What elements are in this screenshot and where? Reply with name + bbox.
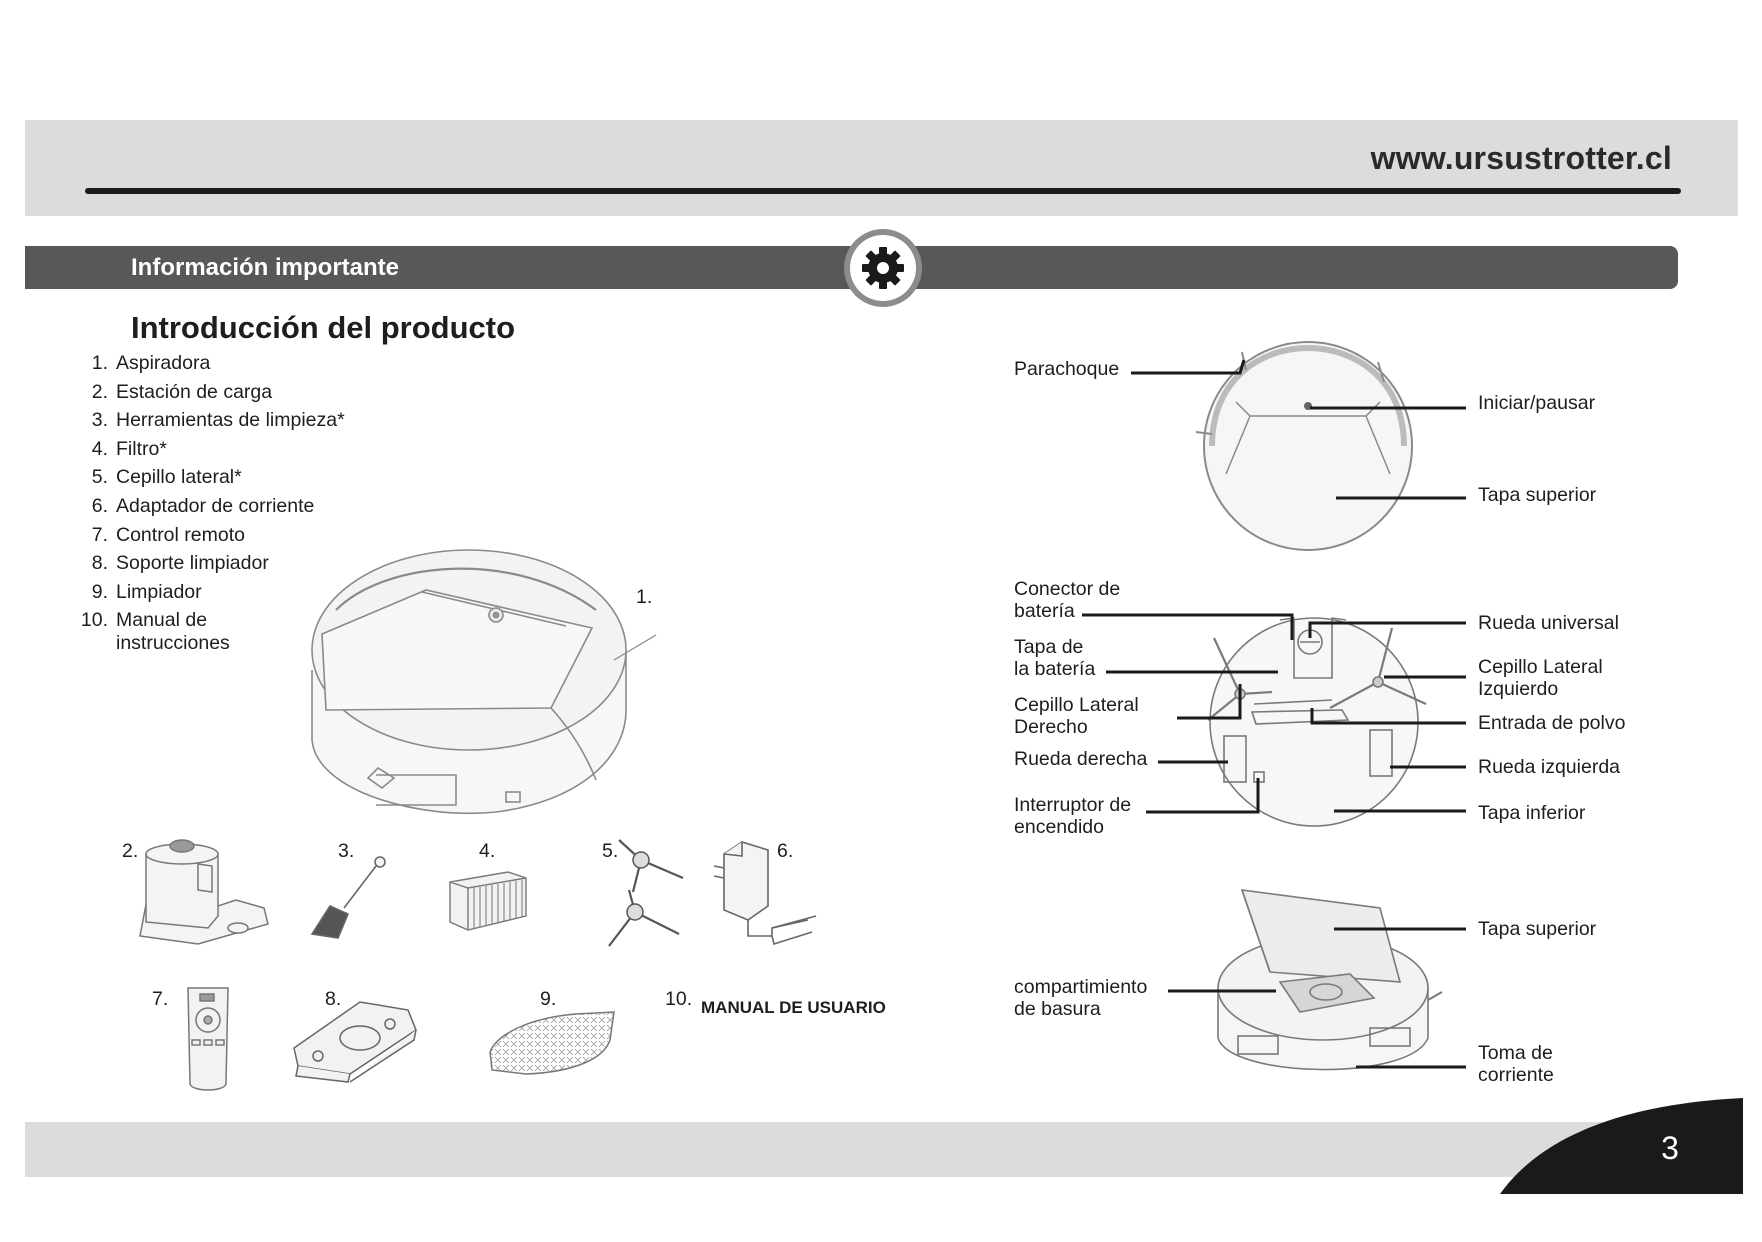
label-rueda-izquierda: Rueda izquierda — [1478, 756, 1621, 778]
page-heading: Introducción del producto — [131, 310, 516, 345]
label-toma-corriente: Toma de corriente — [1478, 1042, 1554, 1086]
label-rueda-derecha: Rueda derecha — [1014, 748, 1148, 770]
user-manual-label: MANUAL DE USUARIO — [701, 998, 886, 1017]
list-item-label: Manual de — [116, 609, 208, 631]
page-number: 3 — [1661, 1130, 1679, 1166]
power-adapter-illustration — [713, 841, 817, 946]
label-tapa-superior-open: Tapa superior — [1478, 918, 1597, 940]
figure-number: 10. — [665, 988, 693, 1010]
figure-number: 8. — [325, 988, 342, 1010]
label-line: Conector de — [1014, 578, 1121, 600]
label-tapa-bateria: Tapa de la batería — [1014, 636, 1095, 680]
list-item-label: Estación de carga — [116, 381, 273, 403]
robot-open-lid-diagram — [1217, 889, 1443, 1071]
list-item-number: 3. — [91, 409, 108, 431]
label-line: Tapa de — [1014, 636, 1084, 658]
label-line: Derecho — [1014, 716, 1088, 738]
label-tapa-inferior: Tapa inferior — [1478, 802, 1586, 824]
figure-number: 2. — [122, 840, 139, 862]
label-cepillo-derecho: Cepillo Lateral Derecho — [1014, 694, 1139, 738]
label-entrada-polvo: Entrada de polvo — [1478, 712, 1626, 734]
label-conector-bateria: Conector de batería — [1014, 578, 1120, 622]
label-line: Toma de — [1478, 1042, 1553, 1064]
section-title: Información importante — [131, 254, 400, 281]
list-item-label: Limpiador — [116, 581, 202, 603]
label-line: la batería — [1014, 658, 1096, 680]
list-item-number: 10. — [80, 609, 108, 631]
cleaning-brush-illustration — [310, 856, 386, 939]
label-line: encendido — [1014, 816, 1104, 838]
robot-vacuum-illustration — [311, 549, 657, 815]
page-number-corner — [1500, 1098, 1743, 1194]
figure-number: 1. — [636, 586, 653, 608]
list-item-label: Soporte limpiador — [116, 552, 269, 574]
figure-number: 5. — [602, 840, 619, 862]
label-line: compartimiento — [1014, 976, 1148, 998]
label-line: Cepillo Lateral — [1478, 656, 1603, 678]
list-item-label: Cepillo lateral* — [116, 466, 242, 488]
label-parachoque: Parachoque — [1014, 358, 1120, 380]
remote-control-illustration — [187, 987, 229, 1091]
list-item-continuation: instrucciones — [116, 632, 230, 654]
gear-icon — [844, 229, 922, 307]
figure-number: 9. — [540, 988, 557, 1010]
list-item-label: Herramientas de limpieza* — [116, 409, 345, 431]
list-item-number: 6. — [91, 495, 108, 517]
charging-station-illustration — [139, 839, 269, 945]
website-url[interactable]: www.ursustrotter.cl — [1370, 140, 1672, 176]
filter-illustration — [449, 871, 527, 931]
label-tapa-superior-top: Tapa superior — [1478, 484, 1597, 506]
header-rule — [85, 188, 1681, 194]
list-item-number: 4. — [91, 438, 108, 460]
figure-number: 7. — [152, 988, 169, 1010]
list-item-number: 8. — [91, 552, 108, 574]
figure-number: 4. — [479, 840, 496, 862]
list-item-label: Control remoto — [116, 524, 245, 546]
list-item-number: 1. — [91, 352, 108, 374]
label-iniciar-pausar: Iniciar/pausar — [1478, 392, 1596, 414]
figure-number: 6. — [777, 840, 794, 862]
mop-pad-illustration — [489, 1011, 615, 1075]
label-rueda-universal: Rueda universal — [1478, 612, 1619, 634]
list-item-label: Aspiradora — [116, 352, 211, 374]
label-line: Cepillo Lateral — [1014, 694, 1139, 716]
label-line: de basura — [1014, 998, 1101, 1020]
label-line: Izquierdo — [1478, 678, 1559, 700]
header-band — [25, 120, 1738, 216]
label-interruptor: Interruptor de encendido — [1014, 794, 1131, 838]
label-line: Interruptor de — [1014, 794, 1132, 816]
list-item-label: Adaptador de corriente — [116, 495, 315, 517]
side-brushes-illustration — [608, 839, 684, 947]
mop-holder-illustration — [293, 1001, 417, 1083]
list-item-number: 7. — [91, 524, 108, 546]
list-item-label: Filtro* — [116, 438, 167, 460]
list-item-number: 5. — [91, 466, 108, 488]
list-item-number: 9. — [91, 581, 108, 603]
footer-band — [25, 1122, 1738, 1177]
label-compartimiento-basura: compartimiento de basura — [1014, 976, 1147, 1020]
label-line: corriente — [1478, 1064, 1554, 1086]
figure-number: 3. — [338, 840, 355, 862]
label-cepillo-izquierdo: Cepillo Lateral Izquierdo — [1478, 656, 1603, 700]
list-item-number: 2. — [91, 381, 108, 403]
label-line: batería — [1014, 600, 1075, 622]
